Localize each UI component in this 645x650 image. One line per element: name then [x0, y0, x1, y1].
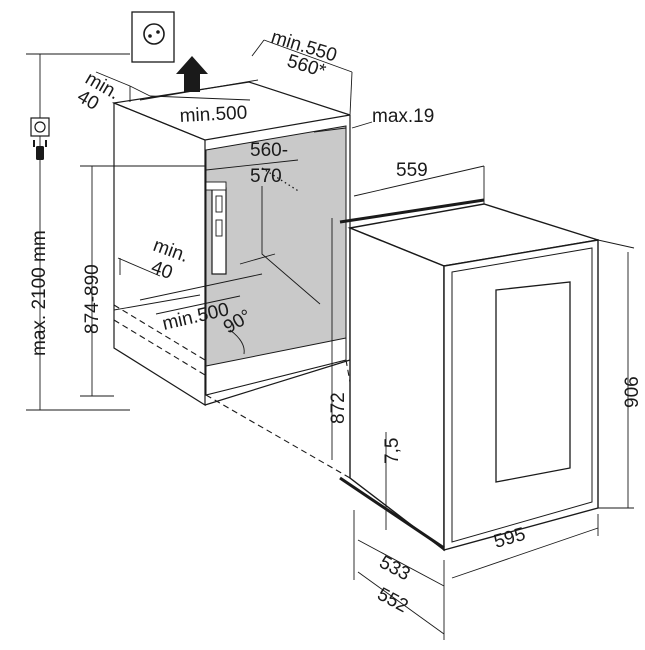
- dim-533: 533: [376, 552, 414, 585]
- socket-symbol-icon: [30, 117, 50, 137]
- dim-max-19: max.19: [372, 106, 434, 127]
- dim-max-2100: max. 2100 mm: [29, 230, 50, 356]
- dim-559: 559: [396, 160, 428, 181]
- height-dimension-lines: [26, 53, 263, 411]
- airflow-up-arrow-icon: [176, 56, 208, 92]
- cabinet-niche: [111, 81, 351, 407]
- wall-socket-icon: [131, 11, 175, 63]
- plug-icon: [33, 140, 47, 160]
- dim-min-500-top: min.500: [179, 102, 248, 127]
- dim-560-570-line1: 560-: [250, 140, 288, 161]
- dim-552: 552: [374, 584, 412, 617]
- dim-906: 906: [622, 376, 643, 408]
- top-dimension-lines: [95, 39, 373, 133]
- depth-dimension-lines: [205, 159, 301, 193]
- dim-872: 872: [328, 392, 349, 424]
- dim-7-5: 7,5: [382, 438, 403, 464]
- appliance-dimension-lines: [331, 165, 635, 640]
- dim-560-570-line2: 570: [250, 166, 282, 187]
- dim-874-890: 874-890: [82, 264, 103, 334]
- appliance-unit: [205, 198, 599, 552]
